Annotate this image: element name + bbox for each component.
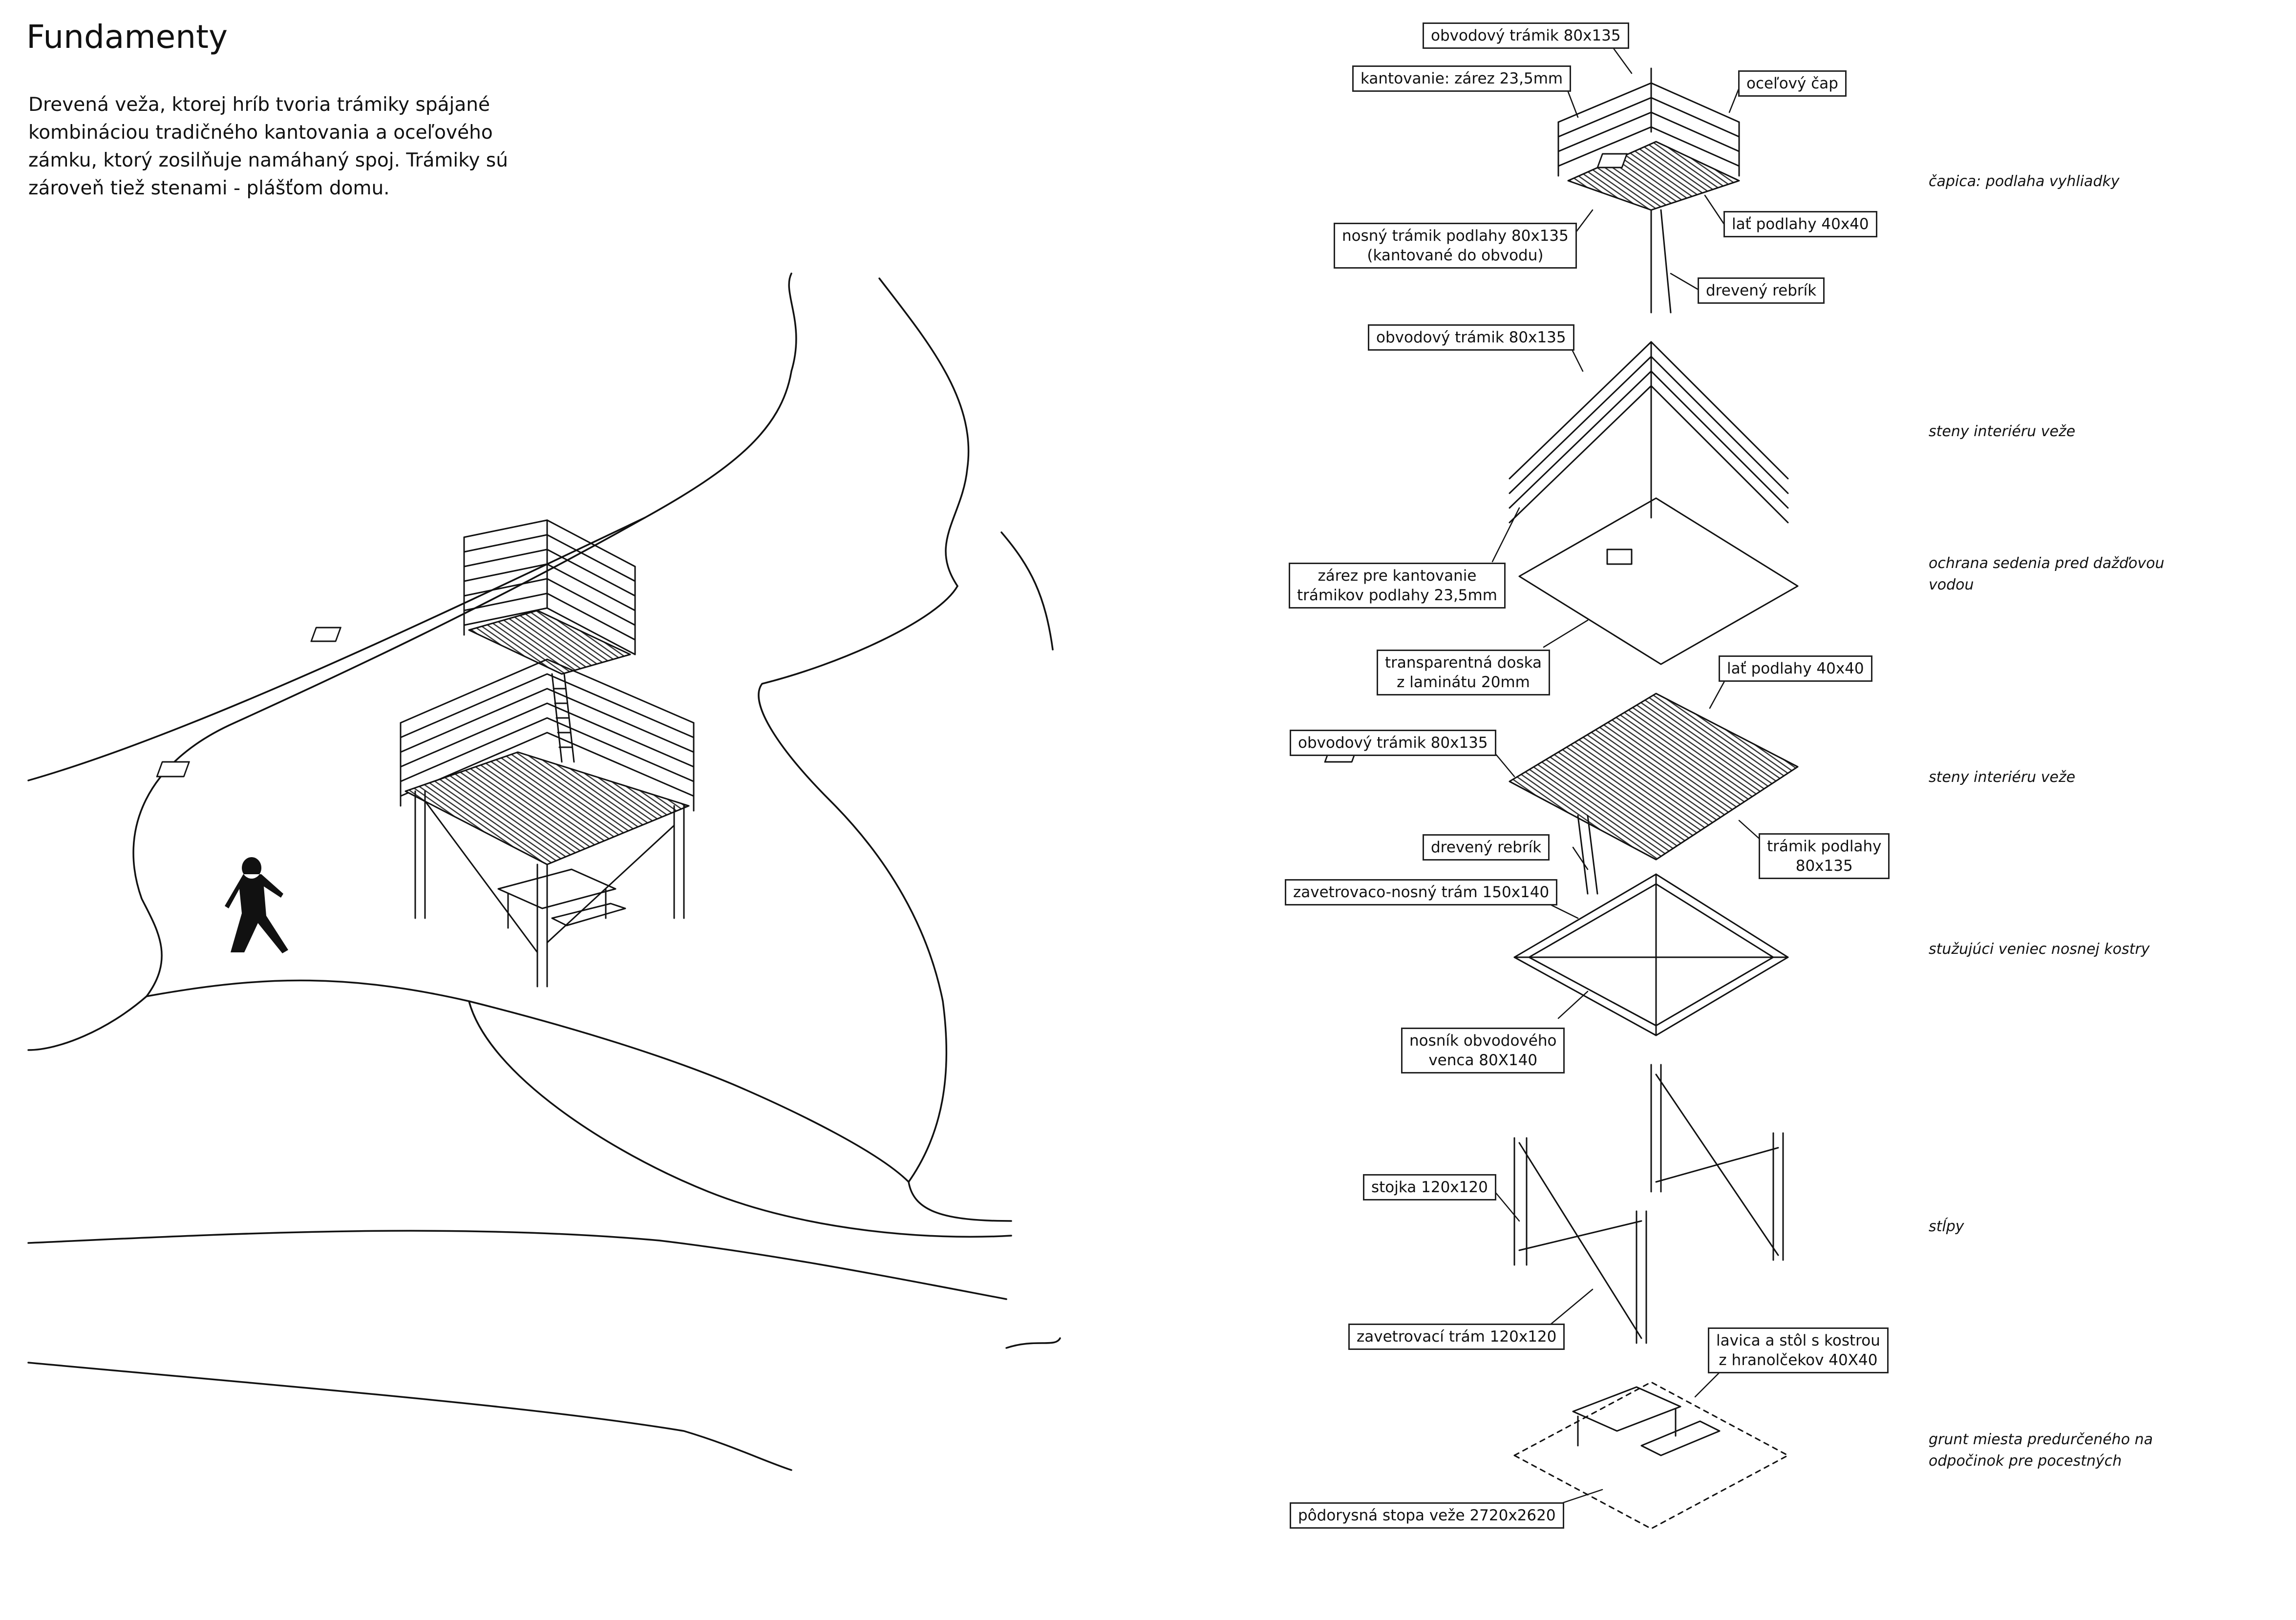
label-perimeter-beam-top: obvodový trámik 80x135 [1423, 22, 1629, 49]
label-steel-pin: oceľový čap [1738, 70, 1847, 97]
label-floor-batten-cap: lať podlahy 40x40 [1723, 211, 1877, 237]
label-floor-batten: lať podlahy 40x40 [1719, 655, 1872, 682]
label-brace: zavetrovací trám 120x120 [1348, 1324, 1565, 1350]
label-line-2: trámikov podlahy 23,5mm [1297, 587, 1497, 604]
person-icon [225, 857, 288, 953]
label-perimeter-beam-floor: obvodový trámik 80x135 [1290, 730, 1496, 756]
tower-bench-table [497, 868, 626, 929]
caption-line-2: odpočinok pre pocestných [1929, 1452, 2122, 1470]
caption-interior-walls-2: steny interiéru veže [1929, 769, 2076, 786]
caption-line-1: ochrana sedenia pred dažďovou [1929, 555, 2165, 572]
exploded-walls [1509, 341, 1789, 524]
label-line-1: lavica a stôl s kostrou [1716, 1332, 1880, 1349]
caption-ring-beam: stužujúci veniec nosnej kostry [1929, 941, 2150, 958]
caption-interior-walls-1: steny interiéru veže [1929, 423, 2076, 440]
label-line-2: z laminátu 20mm [1397, 673, 1530, 691]
exploded-ring-beam [1513, 873, 1789, 1036]
label-footprint: pôdorysná stopa veže 2720x2620 [1290, 1502, 1564, 1529]
label-bench-table: lavica a stôl s kostrou z hranolčekov 40… [1708, 1327, 1889, 1373]
label-post: stojka 120x120 [1363, 1174, 1496, 1200]
label-line-2: (kantované do obvodu) [1367, 247, 1544, 264]
caption-rest-place: grunt miesta predurčeného na odpočinok p… [1929, 1429, 2153, 1472]
exploded-floor [1324, 693, 1799, 895]
label-transparent-board: transparentná doska z laminátu 20mm [1377, 650, 1551, 695]
lower-log-walls [400, 658, 695, 812]
caption-line-1: grunt miesta predurčeného na [1929, 1431, 2153, 1448]
exploded-board [1518, 497, 1799, 665]
label-notch-cap: kantovanie: zárez 23,5mm [1352, 65, 1572, 92]
label-line-1: trámik podlahy [1767, 838, 1882, 855]
tower-perspective [156, 519, 695, 988]
label-line-1: nosník obvodového [1409, 1032, 1557, 1050]
caption-cap: čapica: podlaha vyhliadky [1929, 173, 2120, 190]
tower-ladder [551, 673, 575, 763]
exploded-cap [1557, 67, 1740, 314]
page-title: Fundamenty [26, 18, 228, 56]
caption-line-2: vodou [1929, 576, 1974, 593]
label-floor-beam-cap: nosný trámik podlahy 80x135 (kantované d… [1334, 223, 1577, 269]
label-floor-joist: trámik podlahy 80x135 [1759, 833, 1890, 879]
exploded-columns [1513, 1064, 1784, 1344]
label-line-2: venca 80X140 [1428, 1052, 1538, 1069]
upper-floor [468, 610, 631, 675]
label-line-2: 80x135 [1795, 857, 1853, 875]
label-bracing-beam: zavetrovaco-nosný trám 150x140 [1285, 879, 1558, 905]
label-line-1: nosný trámik podlahy 80x135 [1342, 227, 1569, 245]
caption-rain-protection: ochrana sedenia pred dažďovou vodou [1929, 553, 2164, 596]
main-floor [404, 751, 690, 865]
label-notch-floor: zárez pre kantovanie trámikov podlahy 23… [1289, 563, 1506, 609]
upper-log-walls [463, 519, 636, 655]
exploded-footprint [1513, 1381, 1789, 1530]
intro-text: Drevená veža, ktorej hríb tvoria trámiky… [28, 94, 508, 199]
label-ladder: drevený rebrík [1423, 834, 1550, 861]
label-ladder-cap: drevený rebrík [1698, 277, 1825, 304]
label-ring-girder: nosník obvodového venca 80X140 [1401, 1028, 1565, 1073]
tower-posts [414, 790, 685, 988]
label-line-2: z hranolčekov 40X40 [1719, 1351, 1878, 1369]
landscape-paths [27, 273, 1061, 1471]
exploded-board-opening [1606, 548, 1633, 565]
label-line-1: zárez pre kantovanie [1318, 567, 1477, 585]
label-line-1: transparentná doska [1385, 654, 1542, 672]
caption-columns: stĺpy [1929, 1218, 1964, 1235]
label-perimeter-beam-walls: obvodový trámik 80x135 [1368, 324, 1574, 351]
